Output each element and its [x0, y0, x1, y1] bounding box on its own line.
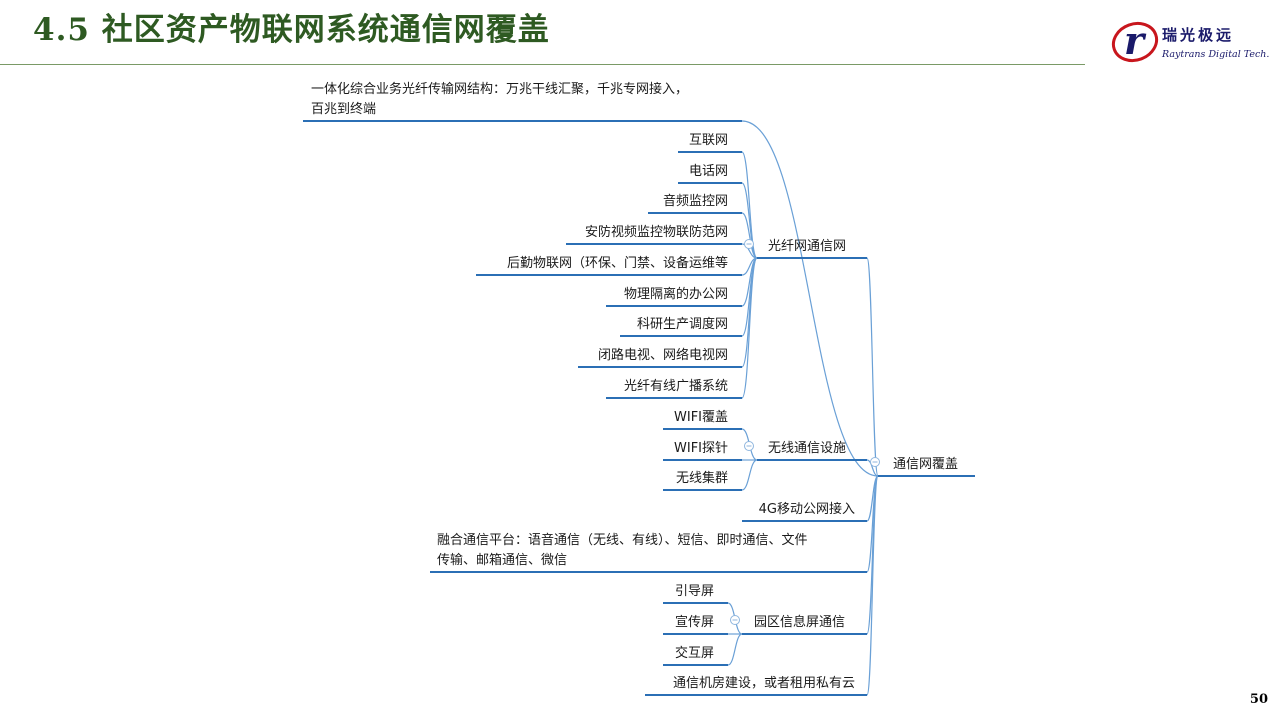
branch-n0-label: 百兆到终端 [311, 101, 376, 117]
leaf-f7-label: 科研生产调度网 [637, 316, 728, 332]
connector-root-room [866, 475, 879, 696]
leaf-f9[interactable]: 光纤有线广播系统 [606, 379, 742, 399]
leaf-f3-label: 音频监控网 [663, 193, 728, 209]
connector-root-fiber [866, 257, 879, 477]
leaf-w2-label: WIFI探针 [674, 441, 728, 456]
branch-n0-label: 一体化综合业务光纤传输网结构：万兆干线汇聚，千兆专网接入， [311, 81, 688, 97]
connector-screen-s3 [727, 633, 743, 666]
logo-swoosh [1111, 21, 1159, 63]
leaf-f8-label: 闭路电视、网络电视网 [598, 347, 728, 363]
page-number: 50 [1249, 692, 1268, 707]
branch-fiber[interactable]: 光纤网通信网 [757, 239, 867, 259]
leaf-w1[interactable]: WIFI覆盖 [663, 410, 742, 430]
leaf-w2[interactable]: WIFI探针 [663, 441, 742, 461]
leaf-f5-label: 后勤物联网（环保、门禁、设备运维等 [507, 255, 728, 271]
branch-fiber-label: 光纤网通信网 [768, 239, 846, 254]
root-node-label: 通信网覆盖 [893, 457, 958, 472]
leaf-s2[interactable]: 宣传屏 [663, 614, 728, 635]
leaf-s1[interactable]: 引导屏 [663, 584, 728, 604]
screen-collapse-toggle[interactable] [730, 615, 740, 625]
title-divider [0, 64, 1085, 65]
branch-room-label: 通信机房建设，或者租用私有云 [673, 675, 855, 691]
leaf-f9-label: 光纤有线广播系统 [624, 379, 728, 394]
connector-layer [727, 120, 879, 696]
leaf-s3-label: 交互屏 [675, 645, 714, 661]
branch-wireless-label: 无线通信设施 [768, 441, 846, 456]
leaf-f5[interactable]: 后勤物联网（环保、门禁、设备运维等 [476, 255, 742, 276]
logo-name-en: Raytrans Digital Tech. [1162, 49, 1270, 60]
branch-room[interactable]: 通信机房建设，或者租用私有云 [645, 675, 867, 696]
logo-name-cn: 瑞光极远 [1162, 26, 1235, 44]
connector-fiber-f4 [741, 243, 758, 259]
company-logo: r [1111, 18, 1159, 63]
connector-fiber-f9 [741, 257, 758, 399]
branch-wireless[interactable]: 无线通信设施 [757, 441, 867, 461]
leaf-f4-label: 安防视频监控物联防范网 [585, 224, 728, 240]
leaf-s3[interactable]: 交互屏 [663, 645, 728, 666]
branch-n0[interactable]: 一体化综合业务光纤传输网结构：万兆干线汇聚，千兆专网接入， 百兆到终端 [303, 81, 742, 122]
connector-root-wireless [866, 459, 879, 477]
branch-n4g[interactable]: 4G移动公网接入 [742, 501, 867, 522]
leaf-f4[interactable]: 安防视频监控物联防范网 [566, 224, 742, 245]
connector-fiber-f3 [741, 212, 758, 259]
leaf-w1-label: WIFI覆盖 [674, 410, 728, 425]
slide-title: 4.5 社区资产物联网系统通信网覆盖 [33, 12, 550, 48]
branch-n4g-label: 4G移动公网接入 [759, 501, 855, 517]
root-collapse-toggle[interactable] [870, 457, 880, 467]
leaf-f6-label: 物理隔离的办公网 [624, 286, 728, 302]
wireless-collapse-toggle[interactable] [744, 441, 754, 451]
leaf-f6[interactable]: 物理隔离的办公网 [606, 286, 742, 307]
root-node[interactable]: 通信网覆盖 [878, 457, 975, 477]
leaf-s1-label: 引导屏 [675, 584, 714, 599]
fiber-collapse-toggle[interactable] [744, 239, 754, 249]
branch-screen-label: 园区信息屏通信 [754, 614, 845, 630]
leaf-f2-label: 电话网 [689, 164, 728, 179]
branch-screen[interactable]: 园区信息屏通信 [742, 614, 867, 635]
branch-fuse-label: 传输、邮箱通信、微信 [437, 552, 567, 568]
leaf-f8[interactable]: 闭路电视、网络电视网 [578, 347, 742, 368]
leaf-s2-label: 宣传屏 [675, 614, 714, 630]
connector-wireless-w3 [741, 459, 758, 491]
leaf-w3-label: 无线集群 [676, 470, 728, 486]
leaf-f1-label: 互联网 [689, 133, 728, 148]
leaf-f2[interactable]: 电话网 [678, 164, 742, 184]
leaf-w3[interactable]: 无线集群 [663, 470, 742, 491]
connector-root-n0 [741, 120, 879, 477]
leaf-f7[interactable]: 科研生产调度网 [620, 316, 742, 337]
leaf-f3[interactable]: 音频监控网 [648, 193, 742, 214]
logo-mark: r [1124, 18, 1147, 63]
leaf-f1[interactable]: 互联网 [678, 133, 742, 153]
branch-fuse-label: 融合通信平台：语音通信（无线、有线）、短信、即时通信、文件 [437, 532, 808, 548]
